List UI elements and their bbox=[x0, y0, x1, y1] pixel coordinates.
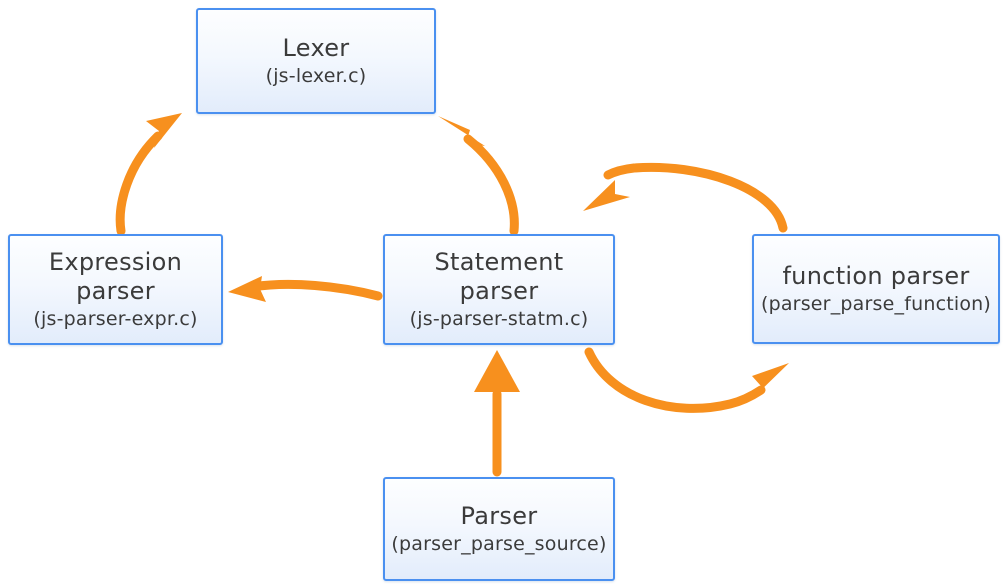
node-parser-title: Parser bbox=[460, 502, 538, 531]
node-expression-parser-subtitle: (js-parser-expr.c) bbox=[33, 308, 198, 331]
edge-statement-to-function bbox=[584, 347, 789, 413]
node-expression-parser-title: Expression parser bbox=[48, 248, 183, 305]
edge-statement-to-lexer bbox=[438, 116, 519, 236]
node-parser[interactable]: Parser (parser_parse_source) bbox=[383, 477, 615, 581]
node-function-parser-title: function parser bbox=[782, 262, 970, 291]
node-statement-parser[interactable]: Statement parser (js-parser-statm.c) bbox=[383, 234, 615, 345]
node-parser-subtitle: (parser_parse_source) bbox=[391, 533, 607, 556]
node-lexer[interactable]: Lexer (js-lexer.c) bbox=[196, 8, 436, 114]
node-lexer-title: Lexer bbox=[282, 34, 350, 63]
node-function-parser-subtitle: (parser_parse_function) bbox=[760, 293, 992, 316]
node-lexer-subtitle: (js-lexer.c) bbox=[265, 65, 367, 88]
node-statement-parser-subtitle: (js-parser-statm.c) bbox=[409, 308, 589, 331]
node-expression-parser[interactable]: Expression parser (js-parser-expr.c) bbox=[8, 234, 223, 345]
edge-parser-to-statement bbox=[474, 350, 520, 477]
node-function-parser[interactable]: function parser (parser_parse_function) bbox=[752, 234, 1000, 344]
edge-function-to-statement bbox=[583, 162, 788, 233]
node-statement-parser-title: Statement parser bbox=[434, 248, 564, 305]
edge-statement-to-expression bbox=[228, 276, 383, 302]
edge-expression-to-lexer bbox=[115, 113, 182, 236]
